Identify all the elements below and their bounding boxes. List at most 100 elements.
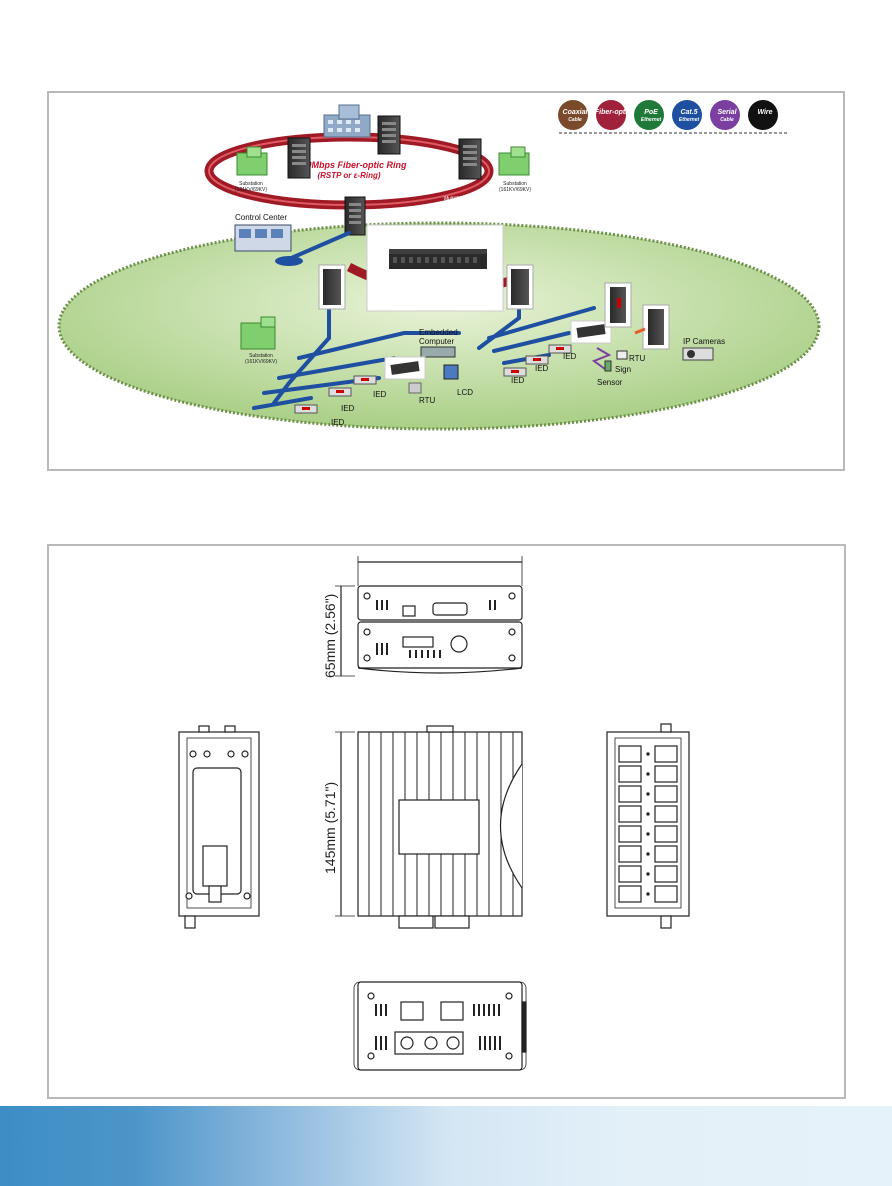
svg-text:RTU: RTU: [629, 354, 646, 363]
legend-circle-5: [748, 100, 778, 130]
svg-text:Control Center: Control Center: [235, 213, 287, 222]
legend-label-1: Fiber-optic: [595, 109, 631, 116]
rj45-port: [618, 805, 642, 823]
serial-cables: [591, 347, 612, 370]
product-callout: [366, 224, 504, 312]
dimension-drawings-panel: 65mm (2.56") 145mm (5.71: [47, 544, 846, 1099]
network-diagram-panel: 1000Mbps Fiber-optic Ring (RSTP or ε-Rin…: [47, 91, 845, 471]
port-led: [646, 812, 650, 816]
port-led: [646, 852, 650, 856]
ip-camera: IP Cameras: [682, 337, 725, 361]
rj45-port: [618, 745, 642, 763]
legend-circle-0: [558, 100, 588, 130]
dimension-drawings: 65mm (2.56") 145mm (5.71: [178, 556, 690, 1071]
substation-field: Substation (161KV/69KV): [240, 316, 277, 365]
substation-left: Substation (161KV/69KV): [235, 146, 268, 193]
port-led: [646, 832, 650, 836]
legend-label-3: Cat.5: [680, 109, 697, 116]
legend-circle-1: [596, 100, 626, 130]
rj45-port: [618, 865, 642, 883]
ied-left: IED IED IED: [294, 375, 387, 427]
field-switch-left: [318, 264, 346, 310]
rj45-port: [618, 785, 642, 803]
poe-switch-2: [642, 304, 670, 350]
svg-text:(161KV/69KV): (161KV/69KV): [245, 359, 277, 365]
port-led: [646, 892, 650, 896]
legend-label-0: Coaxial: [563, 109, 589, 116]
ring-title: 1000Mbps Fiber-optic Ring: [291, 160, 407, 170]
port-led: [646, 772, 650, 776]
rj45-port: [618, 885, 642, 903]
bottom-view: [353, 981, 527, 1071]
svg-text:Substation: Substation: [503, 181, 527, 187]
rj45-port: [654, 745, 678, 763]
svg-text:RTU: RTU: [419, 396, 436, 405]
svg-text:IED: IED: [331, 418, 345, 427]
rj45-port: [618, 825, 642, 843]
svg-text:Substation: Substation: [239, 181, 263, 187]
svg-text:(161KV/69KV): (161KV/69KV): [235, 187, 267, 193]
lcd-monitor: LCD: [443, 364, 473, 397]
rj45-port: [654, 765, 678, 783]
legend-label-4: Cable: [720, 117, 734, 123]
legend-circle-4: [710, 100, 740, 130]
svg-text:Computer: Computer: [419, 337, 454, 346]
rj45-port: [618, 845, 642, 863]
svg-text:Sensor: Sensor: [597, 378, 623, 387]
embedded-computer: Embedded Computer: [419, 328, 458, 358]
ring-switch-top: [377, 115, 401, 155]
top-view-center: [335, 725, 523, 929]
svg-text:(161KV/69KV): (161KV/69KV): [499, 187, 531, 193]
ied-right: IED IED IED: [503, 344, 577, 385]
depth-dimension-label: 145mm (5.71"): [322, 782, 338, 874]
rj45-port: [654, 785, 678, 803]
legend-label-4: Serial: [717, 109, 737, 116]
rj45-port: [654, 825, 678, 843]
port-led: [646, 752, 650, 756]
footer-bar: [0, 1106, 892, 1186]
rj45-port: [654, 845, 678, 863]
field-area: [57, 221, 821, 431]
poe-switch-1: [604, 282, 632, 328]
rtu-right: RTU: [570, 320, 646, 363]
legend-label-3: Ethernet: [679, 117, 700, 123]
legend-circle-3: [672, 100, 702, 130]
rj45-ports: [618, 745, 678, 903]
sensor-device: Sensor: [597, 360, 623, 387]
ring-fiber-label: Multi/Single-Mode: [444, 196, 484, 202]
port-led: [646, 792, 650, 796]
svg-text:Substation: Substation: [249, 353, 273, 359]
rj45-port: [654, 805, 678, 823]
rj45-port: [654, 885, 678, 903]
ring-switch-left: [287, 137, 311, 179]
legend-label-2: PoE: [644, 109, 658, 116]
legend-label-2: Ethernet: [641, 117, 662, 123]
port-led: [646, 872, 650, 876]
svg-text:IED: IED: [535, 364, 549, 373]
rtu-left: RTU: [384, 356, 436, 405]
sign-device: Sign: [615, 365, 631, 374]
substation-right: Substation (161KV/69KV): [498, 146, 531, 193]
svg-text:IED: IED: [341, 404, 355, 413]
side-view-right: [606, 723, 690, 929]
svg-text:IED: IED: [511, 376, 525, 385]
svg-text:IED: IED: [373, 390, 387, 399]
network-diagram: 1000Mbps Fiber-optic Ring (RSTP or ε-Rin…: [57, 100, 821, 431]
rj45-port: [654, 865, 678, 883]
height-dimension-label: 65mm (2.56"): [322, 594, 338, 678]
control-center: Control Center: [234, 213, 292, 252]
svg-text:IED: IED: [563, 352, 577, 361]
legend-circle-2: [634, 100, 664, 130]
front-view-top: [335, 556, 523, 677]
svg-text:IP Cameras: IP Cameras: [683, 337, 725, 346]
field-switch-right: [506, 264, 534, 310]
legend-label-0: Cable: [568, 117, 582, 123]
svg-text:LCD: LCD: [457, 388, 473, 397]
ring-subtitle: (RSTP or ε-Ring): [317, 171, 380, 180]
legend-label-5: Wire: [757, 109, 772, 116]
svg-text:Embedded: Embedded: [419, 328, 458, 337]
side-view-left: [178, 725, 260, 929]
ring-switch-right: [458, 138, 482, 180]
rj45-port: [618, 765, 642, 783]
